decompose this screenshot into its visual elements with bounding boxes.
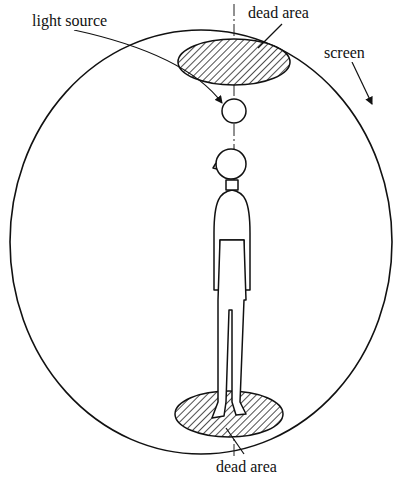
light-source	[222, 99, 246, 123]
callout-label: dead area	[214, 458, 279, 476]
callout-label: dead area	[246, 4, 311, 22]
leader-line	[258, 24, 282, 48]
leader-line	[352, 62, 372, 104]
screen-outline	[10, 30, 392, 454]
callout-label: light source	[30, 12, 109, 30]
dead-area-bottom	[175, 391, 283, 437]
person-figure	[212, 149, 250, 418]
leader-line	[226, 428, 244, 454]
callout-label: screen	[322, 44, 367, 62]
dead-area-top	[178, 39, 290, 85]
leader-line	[74, 30, 222, 103]
